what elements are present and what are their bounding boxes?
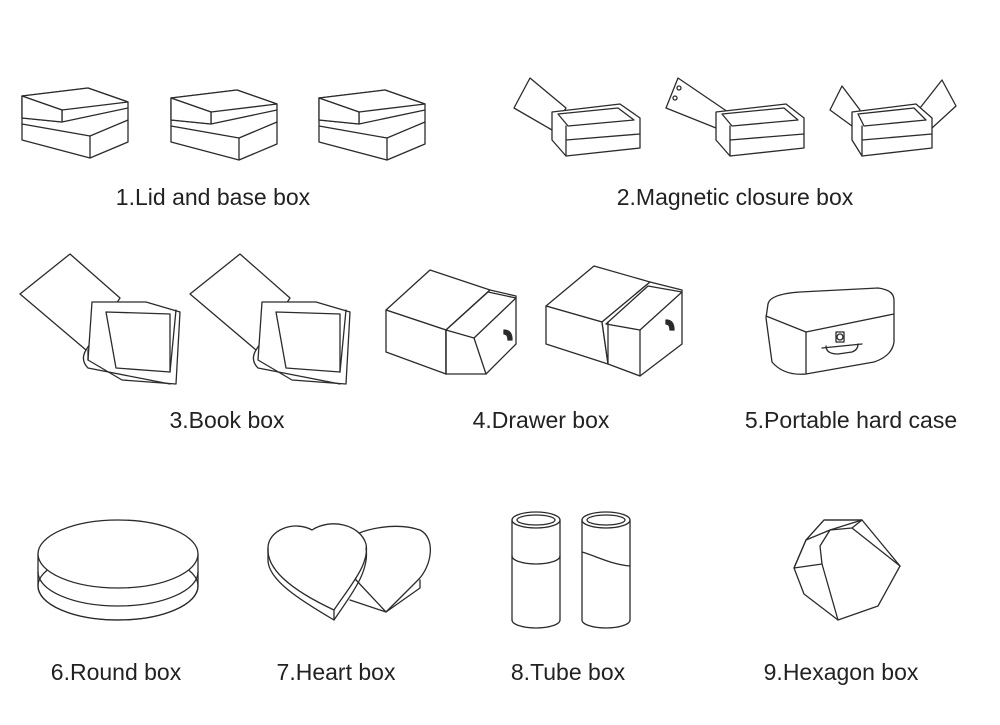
tube-box-icon-2 xyxy=(581,511,631,629)
drawer-box-icon-1 xyxy=(385,269,517,375)
lid-base-box-icon-3 xyxy=(318,89,426,161)
hexagon-box-icon xyxy=(793,519,901,621)
label-book-box: 3.Book box xyxy=(169,407,285,433)
book-box-icon-2 xyxy=(189,253,351,385)
magnetic-box-icon-1 xyxy=(513,77,641,157)
portable-case-icon xyxy=(765,287,895,375)
tube-box-icon-1 xyxy=(511,511,561,629)
label-heart-box: 7.Heart box xyxy=(276,659,396,685)
label-portable-hard-case: 5.Portable hard case xyxy=(744,407,958,433)
label-drawer-box: 4.Drawer box xyxy=(472,407,610,433)
label-lid-and-base-box: 1.Lid and base box xyxy=(115,184,311,210)
label-magnetic-closure-box: 2.Magnetic closure box xyxy=(616,184,854,210)
drawer-box-icon-2 xyxy=(545,265,683,377)
magnetic-box-icon-3 xyxy=(829,79,957,157)
lid-base-box-icon-1 xyxy=(21,87,129,159)
label-tube-box: 8.Tube box xyxy=(510,659,626,685)
round-box-icon xyxy=(37,519,199,621)
heart-box-icon xyxy=(267,523,432,621)
lid-base-box-icon-2 xyxy=(170,89,278,161)
magnetic-box-icon-2 xyxy=(665,77,805,157)
label-hexagon-box: 9.Hexagon box xyxy=(763,659,919,685)
label-round-box: 6.Round box xyxy=(50,659,182,685)
book-box-icon-1 xyxy=(19,253,181,385)
